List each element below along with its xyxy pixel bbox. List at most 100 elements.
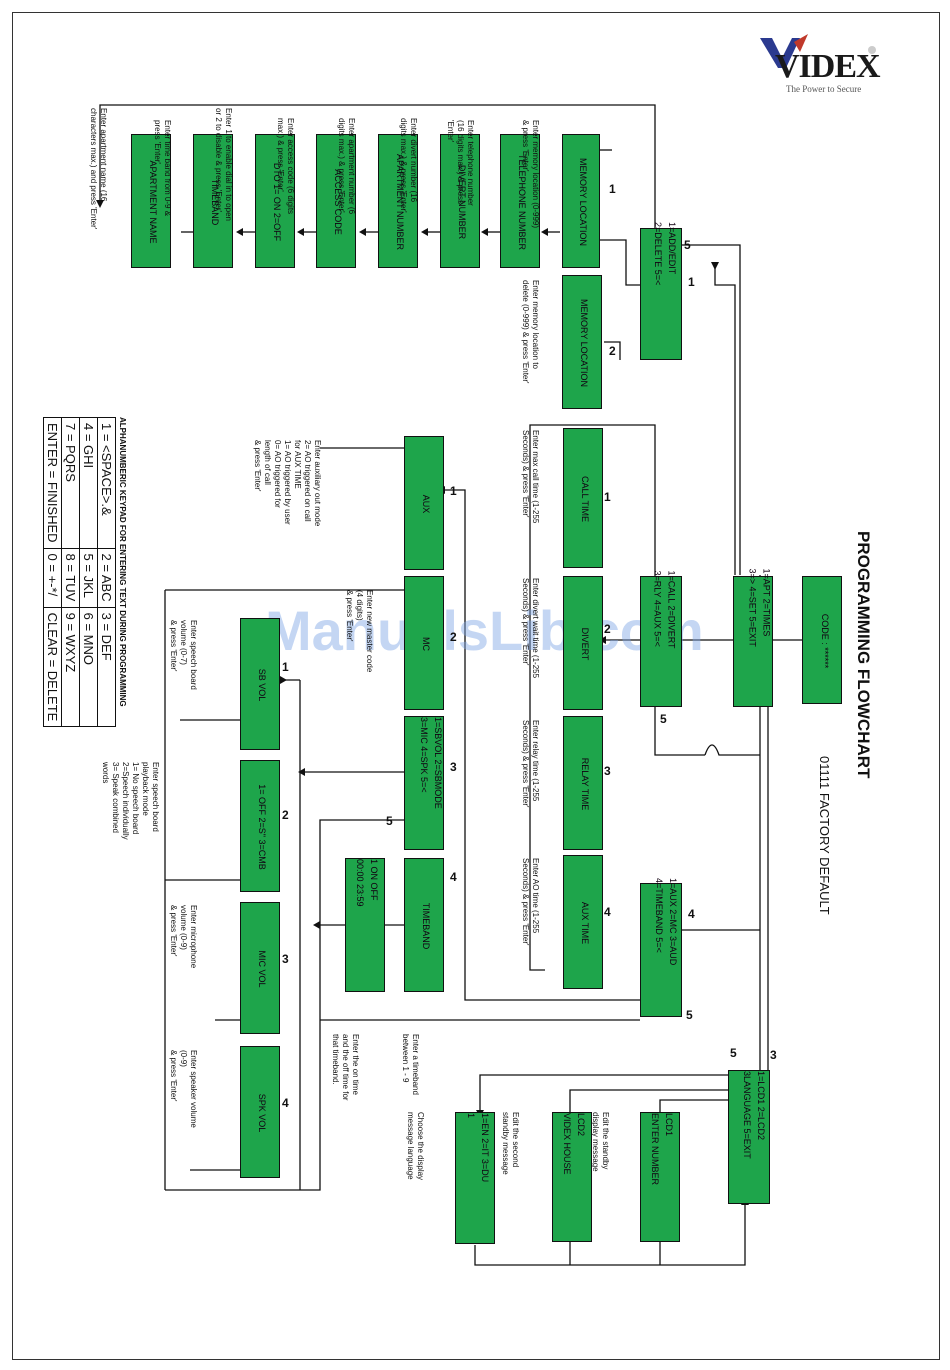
branch-number: 5 (660, 712, 667, 726)
branch-number: 3 (770, 1048, 777, 1062)
note-line: Enter auxiliary out mode (313, 440, 322, 527)
note-line: (0-9) (179, 1050, 188, 1067)
note-line: or 2 to disable & press 'Enter' (214, 108, 223, 212)
telephone-number-box: TELEPHONE NUMBER (500, 134, 540, 268)
branch-number: 1 (450, 484, 457, 498)
apt-menu-line-2: 2=DELETE 5=< (653, 222, 663, 286)
note-line: Enter telephone number (466, 120, 475, 206)
note-line: 0= AO triggered for (273, 440, 282, 508)
note-line: for AUX TIME (293, 440, 302, 489)
note-line: (4 digits) (355, 590, 364, 621)
lcd-menu-line-2: 3LANGUAGE 5=EXIT (742, 1071, 752, 1159)
sb-mode-text: 1= OFF 2=S" 3=CMB (257, 784, 267, 870)
language-line-1: 1=EN 2=IT 3=DU (480, 1113, 490, 1183)
note-line: Enter access code (6 digits (286, 118, 295, 215)
note-line: Choose the display (416, 1112, 425, 1181)
aud-menu-line-2: 3=MIC 4=SPK 5=< (419, 717, 429, 793)
note-line: 2= AO triggered on call (303, 440, 312, 522)
call-time-text: CALL TIME (580, 475, 590, 522)
note-line: digits max.) & press 'Enter' (399, 118, 408, 213)
timeband-set-text: TIMEBAND (421, 902, 431, 950)
lcd2-line-1: LCD2 (576, 1113, 586, 1137)
spk-vol-text: SPK VOL (257, 1093, 267, 1133)
note-line: Enter microphone (189, 905, 198, 969)
times-menu-line-1: 1=CALL 2=DIVERT (666, 570, 677, 649)
note-line: Enter new master code (365, 590, 374, 673)
keypad-cell: 2 = ABC (97, 548, 116, 608)
keypad-cell: CLEAR = DELETE (43, 607, 62, 727)
aud-menu-box: 1=SBVOL 2=SBMODE 3=MIC 4=SPK 5=< (404, 716, 444, 850)
note-line: Enter time band from 0-9 & (163, 120, 172, 217)
note-line: display message (591, 1112, 600, 1172)
relay-time-text: RELAY TIME (580, 757, 590, 811)
code-text: CODE : ****** (820, 613, 830, 669)
branch-number: 5 (730, 1046, 737, 1060)
note-line: Edit the second (511, 1112, 520, 1168)
lcd2-line-2: VIDEX HOUSE (562, 1113, 572, 1175)
timeband-values-box: 1 ON OFF 00:00 23:59 (345, 858, 385, 992)
sb-vol-text: SB VOL (257, 668, 267, 702)
branch-number: 2 (609, 344, 616, 358)
times-menu-line-2: 3=RLY 4=AUX 5=< (652, 570, 663, 647)
branch-number: 4 (604, 905, 611, 919)
main-menu-box: 1=APT 2=TIMES 3=> 4=SET 5=EXIT (733, 569, 773, 707)
note-mc: Enter new master code(4 digits)& press '… (344, 590, 374, 710)
branch-number: 2 (604, 622, 611, 636)
set-menu-line-2: 4=TIMEBAND 5=< (654, 878, 664, 953)
note-line: length of call (263, 440, 272, 485)
lcd1-box: LCD1 ENTER NUMBER (640, 1112, 680, 1242)
apt-menu-line-1: 1=ADD/EDIT (667, 222, 677, 275)
branch-number: 5 (686, 1008, 693, 1022)
branch-number: 1 (609, 182, 616, 196)
apt-menu-box: 1=ADD/EDIT 2=DELETE 5=< (640, 222, 682, 360)
lcd1-line-1: LCD1 (664, 1113, 674, 1137)
divert-time-box: DIVERT (563, 576, 603, 710)
relay-time-box: RELAY TIME (563, 716, 603, 850)
sb-vol-box: SB VOL (240, 618, 280, 750)
access-code-box: ACCESS CODE (316, 134, 356, 268)
note-line: (16 digits max.) & press (456, 120, 465, 205)
note-line: Enter memory location (0-999) (531, 120, 540, 229)
note-line: & press 'Enter' (169, 620, 178, 672)
note-line: and the off time for (341, 1034, 350, 1101)
note-line: Enter relay time (1-255 (531, 720, 540, 802)
branch-number: 2 (450, 630, 457, 644)
aux-text: AUX (421, 494, 431, 514)
language-line-2: 1 (466, 1113, 476, 1119)
main-menu-line-1: 1=APT 2=TIMES (761, 568, 772, 637)
brand-name: VIDEX (775, 48, 881, 85)
note-line: & press 'Enter' (169, 905, 178, 957)
sb-mode-box: 1= OFF 2=S" 3=CMB (240, 760, 280, 892)
branch-number: 4 (282, 1096, 289, 1110)
videx-logo-icon (760, 34, 876, 68)
apartment-number-box: APARTMENT NUMBER (378, 134, 418, 268)
times-menu-box: 1=CALL 2=DIVERT 3=RLY 4=AUX 5=< (640, 571, 682, 707)
note-line: Enter AO time (1-255 (531, 858, 540, 934)
keypad-cell: 9 = WXYZ (61, 607, 80, 727)
mic-vol-box: MIC VOL (240, 902, 280, 1034)
branch-number: 4 (450, 870, 457, 884)
lcd2-box: LCD2 VIDEX HOUSE (552, 1112, 592, 1242)
note-line: Enter the on time (351, 1034, 360, 1095)
note-line: characters max.) and press 'Enter' (89, 108, 98, 230)
note-line: playback mode (141, 762, 150, 816)
note-line: delete (0-999) & press 'Enter' (521, 280, 530, 384)
note-line: digits max.) & press 'Enter' (337, 118, 346, 213)
note-line: Enter memory location to (531, 280, 540, 369)
timeband-set-box: TIMEBAND (404, 858, 444, 992)
keypad-cell: 3 = DEF (97, 607, 116, 727)
branch-number: 3 (604, 764, 611, 778)
note-mem-loc-add: Enter memory location (0-999)& press 'En… (520, 120, 540, 270)
